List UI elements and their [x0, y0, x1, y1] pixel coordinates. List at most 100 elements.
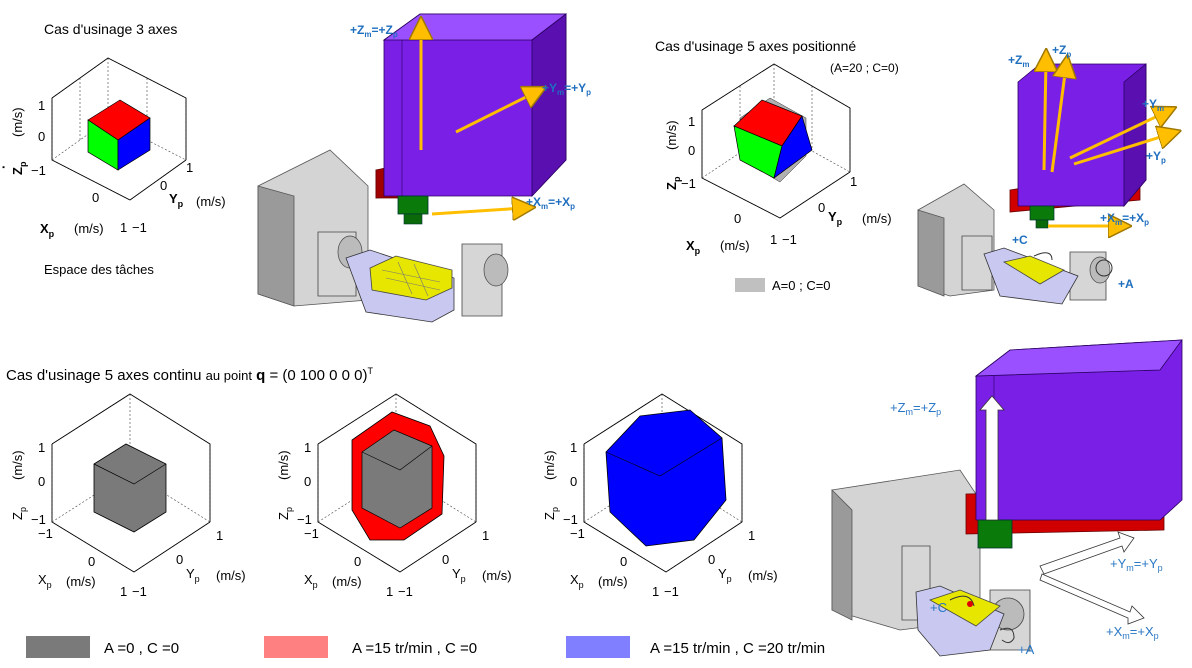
svg-text:0: 0	[88, 554, 95, 569]
svg-text:(m/s): (m/s)	[482, 568, 512, 583]
x-tick-neg1-p2: −1	[782, 232, 797, 247]
label-c-m2: +C	[1012, 233, 1028, 247]
label-x-m3: +Xm=+Xp	[1106, 624, 1159, 641]
label-y-m1: +Ym=+Yp	[542, 81, 591, 97]
continuous-title: Cas d'usinage 5 axes continu au point q …	[6, 366, 373, 384]
svg-text:Xp: Xp	[570, 572, 584, 590]
svg-text:−1: −1	[563, 512, 578, 527]
legend-label-0: A =0 , C =0	[104, 640, 179, 657]
svg-text:(m/s): (m/s)	[276, 450, 291, 480]
svg-text:−1: −1	[31, 512, 46, 527]
svg-text:0: 0	[620, 554, 627, 569]
svg-text:(m/s): (m/s)	[332, 574, 362, 589]
svg-text:Yp: Yp	[718, 566, 732, 584]
cube-right-face	[117, 117, 151, 171]
x-tick-1-p2: 1	[770, 232, 777, 247]
svg-text:1: 1	[652, 584, 659, 599]
svg-text:·: ·	[0, 165, 11, 169]
label-x-m1: +Xm=+Xp	[526, 195, 575, 211]
legend-swatch-1	[264, 636, 328, 658]
axes-labels-continuous: 1 0 −1 −1 0 1 −1 1 0 Zp (m/s) Yp (m/s) Xp…	[10, 440, 778, 599]
label-z-m3: +Zm=+Zp	[890, 400, 941, 417]
y-tick-0-p2: 0	[818, 200, 825, 215]
machine-5-axis-continuous: +Zm=+Zp +Ym=+Yp +Xm=+Xp +C +A	[831, 339, 1183, 657]
svg-text:1: 1	[570, 440, 577, 455]
svg-text:(m/s): (m/s)	[598, 574, 628, 589]
svg-text:1: 1	[304, 440, 311, 455]
panel-5-axis-subtitle: (A=20 ; C=0)	[830, 61, 899, 75]
label-yp-m2: +Yp	[1146, 149, 1166, 165]
svg-text:−1: −1	[570, 526, 585, 541]
svg-text:0: 0	[354, 554, 361, 569]
label-zm-m2: +Zm	[1008, 53, 1029, 69]
z-tick-1-p2: 1	[688, 114, 695, 129]
svg-text:Yp: Yp	[186, 566, 200, 584]
svg-text:(m/s): (m/s)	[216, 568, 246, 583]
x-tick-0-p2: 0	[734, 211, 741, 226]
velocity-plot-continuous-c	[583, 393, 743, 573]
svg-text:Yp: Yp	[452, 566, 466, 584]
legend-ref-label: A=0 ; C=0	[772, 278, 831, 293]
svg-text:−1: −1	[304, 526, 319, 541]
svg-text:Zp: Zp	[10, 507, 28, 520]
y-tick-0: 0	[160, 178, 167, 193]
legend-swatch-ref	[735, 278, 765, 292]
svg-text:0: 0	[708, 552, 715, 567]
svg-text:(m/s): (m/s)	[748, 568, 778, 583]
cube-gray	[93, 443, 167, 533]
legend-swatch-2	[566, 636, 630, 658]
x-axis-label-p2: Xp	[686, 238, 701, 256]
legend-continuous: A =0 , C =0 A =15 tr/min , C =0 A =15 tr…	[26, 636, 825, 658]
svg-text:(m/s): (m/s)	[10, 450, 25, 480]
arrow-x	[431, 208, 524, 214]
svg-text:1: 1	[216, 528, 223, 543]
x-axis-label: Xp	[40, 221, 55, 239]
svg-text:0: 0	[38, 474, 45, 489]
panel-5-axis-title: Cas d'usinage 5 axes positionné	[655, 38, 856, 54]
rotary-table	[369, 255, 453, 301]
velocity-plot-continuous-b	[317, 393, 477, 573]
arrow-y	[455, 92, 536, 134]
polyhedron-blue	[605, 409, 727, 547]
z-tick-0-p2: 0	[688, 143, 695, 158]
svg-text:(m/s): (m/s)	[664, 120, 679, 150]
svg-text:0: 0	[570, 474, 577, 489]
svg-text:−1: −1	[398, 584, 413, 599]
x-tick-0: 0	[92, 190, 99, 205]
svg-text:0: 0	[442, 552, 449, 567]
cube-right-face-rot	[773, 115, 813, 179]
label-c-m3: +C	[930, 600, 947, 615]
y-axis-unit-p2: (m/s)	[862, 211, 892, 226]
label-x-m2: +Xm=+Xp	[1100, 211, 1149, 227]
svg-text:Zp: Zp	[542, 507, 560, 520]
panel-3-axis: Cas d'usinage 3 axes 1 0 −1 0 1 −1 1 0 Z…	[0, 21, 226, 277]
label-y-m3: +Ym=+Yp	[1110, 556, 1163, 573]
machine-3-axis: +Zm=+Zp +Ym=+Yp +Xm=+Xp	[257, 13, 591, 323]
legend-swatch-0	[26, 636, 90, 658]
legend-label-1: A =15 tr/min , C =0	[352, 640, 477, 657]
y-axis-label-p2: Yp	[828, 209, 843, 227]
svg-text:1: 1	[748, 528, 755, 543]
x-tick-neg1: −1	[132, 220, 147, 235]
y-tick-1: 1	[186, 160, 193, 175]
label-z-m1: +Zm=+Zp	[350, 23, 398, 39]
legend-label-2: A =15 tr/min , C =20 tr/min	[650, 640, 825, 657]
velocity-plot-continuous-a	[51, 393, 211, 573]
svg-text:−1: −1	[38, 526, 53, 541]
panel-5-axis-positioned: Cas d'usinage 5 axes positionné (A=20 ; …	[655, 38, 899, 293]
velocity-plot-5-axis-positioned	[701, 63, 851, 219]
z-tick-1: 1	[38, 98, 45, 113]
label-a-m2: +A	[1118, 277, 1134, 291]
velocity-plot-3-axis	[51, 57, 187, 201]
svg-text:Xp: Xp	[304, 572, 318, 590]
spindle-nose	[397, 195, 429, 215]
z-tick-0: 0	[38, 129, 45, 144]
svg-text:1: 1	[482, 528, 489, 543]
z-tick-neg1: −1	[31, 163, 46, 178]
svg-text:1: 1	[120, 584, 127, 599]
y-axis-unit: (m/s)	[196, 194, 226, 209]
z-axis-label: Zp · (m/s)	[0, 107, 28, 175]
y-axis-label: Yp	[169, 191, 184, 209]
y-tick-1-p2: 1	[850, 174, 857, 189]
label-ym-m2: +Ym	[1142, 97, 1164, 113]
